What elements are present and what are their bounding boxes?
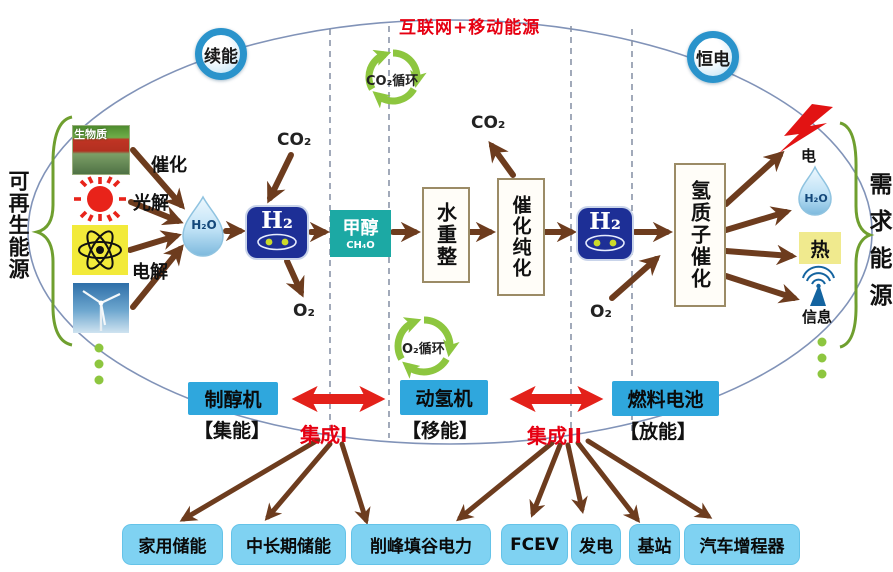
water-droplet-icon — [182, 195, 224, 257]
co2-cycle-icon — [365, 49, 427, 109]
app-base-station: 基站 — [629, 524, 680, 565]
output-water-droplet-icon — [798, 165, 832, 216]
app-power-generation: 发电 — [571, 524, 621, 565]
application-arrows — [179, 437, 713, 525]
integration-1-label: 集成I — [300, 423, 348, 447]
co2-cycle-label: CO₂循环 — [366, 74, 419, 89]
information-antenna-icon — [802, 265, 835, 306]
o2-input-label: O₂ — [590, 302, 612, 322]
water-reforming-box: 水重整 — [422, 187, 470, 283]
o2-cycle-icon — [394, 316, 460, 379]
methanol-box: 甲醇 CH₄O — [330, 210, 391, 257]
methanol-label: 甲醇 — [342, 218, 379, 239]
methanol-machine-box: 制醇机 — [188, 382, 278, 415]
renewable-energy-label: 可再生能源 — [6, 170, 30, 280]
app-home-storage: 家用储能 — [122, 524, 223, 565]
app-peak-shaving: 削峰填谷电力 — [351, 524, 491, 565]
electricity-bolt-icon — [779, 104, 833, 153]
bubble-hengdian: 恒电 — [687, 31, 739, 83]
bubble-xuneng: 续能 — [195, 28, 247, 80]
catalysis-label: 催化 — [151, 155, 187, 176]
h2-box-1: H₂ — [247, 207, 307, 258]
methanol-formula: CH₄O — [346, 240, 375, 251]
fuel-cell-box: 燃料电池 — [612, 381, 719, 416]
atom-icon — [72, 225, 128, 275]
purification-box: 催化纯化 — [497, 178, 545, 296]
fuel-cell-tag: 【放能】 — [620, 421, 697, 443]
flow-arrows — [127, 141, 800, 310]
hydrogen-machine-tag: 【移能】 — [402, 420, 479, 442]
h2-label-2: H₂ — [589, 208, 621, 235]
information-label: 信息 — [802, 308, 833, 326]
right-ellipsis-dots — [817, 337, 827, 379]
h2o-label: H₂O — [191, 218, 217, 232]
methanol-machine-tag: 【集能】 — [194, 420, 271, 442]
electron-ellipse-icon — [585, 234, 625, 252]
wind-turbine-icon — [73, 283, 129, 333]
co2-output-label: CO₂ — [471, 113, 506, 133]
biomass-photo: 生物质 — [72, 125, 130, 175]
photolysis-label: 光解 — [133, 193, 169, 214]
demand-energy-label: 需求能源 — [865, 172, 891, 320]
electron-ellipse-icon — [257, 233, 297, 251]
electricity-label: 电 — [801, 147, 817, 165]
o2-cycle-label: O₂循环 — [402, 342, 445, 357]
hydrogen-machine-box: 动氢机 — [400, 380, 488, 415]
electrolysis-label: 电解 — [132, 262, 168, 283]
proton-catalysis-box: 氢质子催化 — [674, 163, 726, 307]
sun-icon — [72, 176, 128, 222]
app-fcev: FCEV — [501, 524, 568, 565]
left-ellipsis-dots — [94, 343, 104, 385]
h2-box-2: H₂ — [578, 208, 632, 259]
o2-output-label: O₂ — [293, 301, 315, 321]
biomass-label: 生物质 — [74, 128, 107, 141]
left-brace — [31, 115, 73, 347]
app-midlong-storage: 中长期储能 — [231, 524, 346, 565]
system-ellipse — [27, 19, 873, 445]
output-h2o-label: H₂O — [804, 192, 828, 205]
diagram-title: 互联网+移动能源 — [399, 18, 541, 38]
right-brace — [839, 121, 875, 349]
heat-box: 热 — [799, 232, 841, 264]
co2-input-label: CO₂ — [277, 130, 312, 150]
integration-2-label: 集成II — [527, 424, 582, 448]
app-range-extender: 汽车增程器 — [684, 524, 800, 565]
h2-label-1: H₂ — [261, 207, 293, 234]
